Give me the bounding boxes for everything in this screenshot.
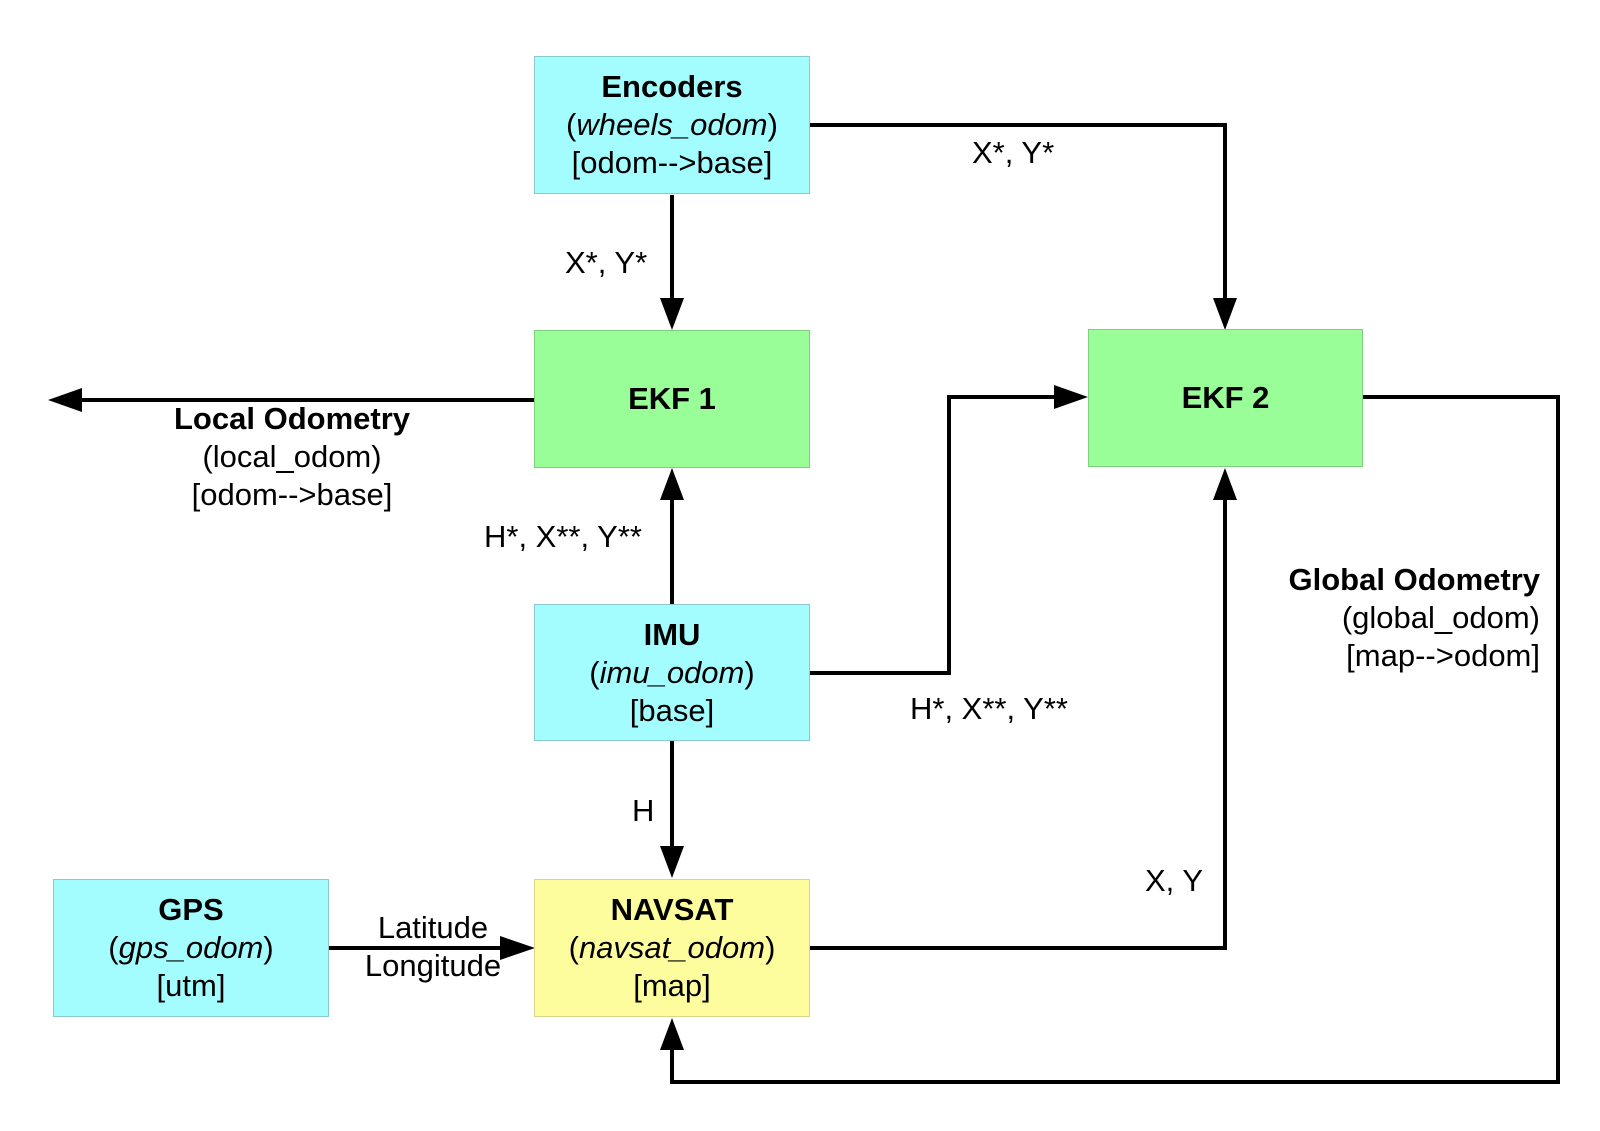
local-odometry-topic: (local_odom)	[202, 439, 382, 474]
arrowhead-navsat-left	[500, 936, 535, 960]
navsat-topic: navsat_odom	[578, 930, 766, 965]
global-odometry-frame: [map-->odom]	[1346, 638, 1540, 673]
edge-label-latitude: Latitude	[377, 910, 489, 945]
gps-title: GPS	[158, 892, 224, 927]
ekf2-title: EKF 2	[1181, 380, 1270, 415]
imu-node: IMU (imu_odom) [base]	[534, 604, 810, 741]
navsat-node: NAVSAT (navsat_odom) [map]	[534, 879, 810, 1017]
imu-frame: [base]	[629, 692, 715, 728]
imu-topic-line: (imu_odom)	[589, 654, 755, 690]
ekf1-node: EKF 1	[534, 330, 810, 468]
edge-label-longitude: Longitude	[364, 948, 502, 983]
global-odometry-topic: (global_odom)	[1341, 600, 1540, 635]
edge-ekf2-navsat-loop	[670, 395, 1560, 1084]
local-odometry-frame: [odom-->base]	[191, 477, 393, 512]
arrowhead-local-output	[48, 388, 82, 412]
encoders-frame: [odom-->base]	[571, 145, 773, 180]
navsat-topic-line: (navsat_odom)	[568, 930, 776, 965]
arrowhead-navsat-bottom	[660, 1018, 684, 1050]
local-odometry-label: Local Odometry (local_odom) [odom-->base…	[142, 400, 442, 514]
arrowhead-ekf2-bottom	[1213, 468, 1237, 500]
global-odometry-title: Global Odometry	[1288, 562, 1540, 597]
arrowhead-ekf2-left	[1054, 385, 1088, 409]
edge-label-imu-ekf1: H*, X**, Y**	[484, 519, 642, 554]
edge-label-encoders-ekf1: X*, Y*	[565, 245, 648, 280]
gps-node: GPS (gps_odom) [utm]	[53, 879, 329, 1017]
imu-title: IMU	[643, 616, 701, 652]
navsat-title: NAVSAT	[610, 892, 734, 927]
encoders-title: Encoders	[601, 69, 743, 104]
navsat-frame: [map]	[633, 968, 711, 1003]
gps-topic: gps_odom	[118, 930, 264, 965]
local-odometry-title: Local Odometry	[174, 401, 410, 436]
encoders-topic-line: (wheels_odom)	[566, 107, 778, 142]
encoders-topic: wheels_odom	[576, 107, 768, 142]
ekf1-title: EKF 1	[628, 381, 716, 416]
arrowhead-navsat-top	[660, 846, 684, 878]
arrowhead-ekf1-bottom	[660, 468, 684, 500]
arrowhead-ekf1-top	[660, 298, 684, 330]
gps-topic-line: (gps_odom)	[108, 930, 274, 965]
arrowhead-ekf2-top	[1213, 298, 1237, 330]
edge-label-encoders-ekf2: X*, Y*	[972, 135, 1055, 170]
edge-label-navsat-ekf2: X, Y	[1145, 863, 1204, 898]
edge-label-imu-ekf2: H*, X**, Y**	[910, 691, 1068, 726]
imu-topic: imu_odom	[599, 654, 745, 690]
edge-imu-ekf2	[810, 395, 1060, 675]
ekf2-node: EKF 2	[1088, 329, 1363, 467]
edge-encoders-ekf2	[810, 123, 1227, 306]
gps-frame: [utm]	[156, 968, 226, 1003]
edge-label-imu-navsat: H	[632, 793, 655, 828]
global-odometry-label: Global Odometry (global_odom) [map-->odo…	[1240, 561, 1540, 675]
edge-navsat-ekf2	[810, 494, 1227, 950]
encoders-node: Encoders (wheels_odom) [odom-->base]	[534, 56, 810, 194]
edge-label-gps-navsat: Latitude Longitude	[348, 909, 518, 985]
